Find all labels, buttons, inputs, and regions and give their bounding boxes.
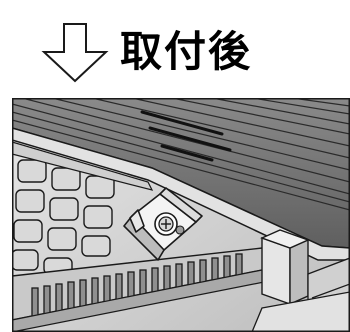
post-side	[289, 238, 309, 306]
page-title: 取付後	[120, 27, 253, 76]
tray-grid	[12, 159, 115, 275]
rail-ledge	[12, 127, 350, 261]
bracket-top-edge	[159, 187, 203, 223]
rail-slots	[140, 110, 232, 162]
bottom-right-plate	[251, 291, 350, 332]
guide-rail	[12, 141, 154, 191]
rail-ribs	[12, 98, 350, 211]
header: 取付後	[0, 0, 350, 92]
post-front	[261, 237, 291, 305]
down-arrow-icon	[41, 23, 109, 83]
post-top	[260, 229, 310, 249]
mounted-bracket-illustration	[12, 98, 350, 332]
screw-icon	[154, 212, 178, 236]
